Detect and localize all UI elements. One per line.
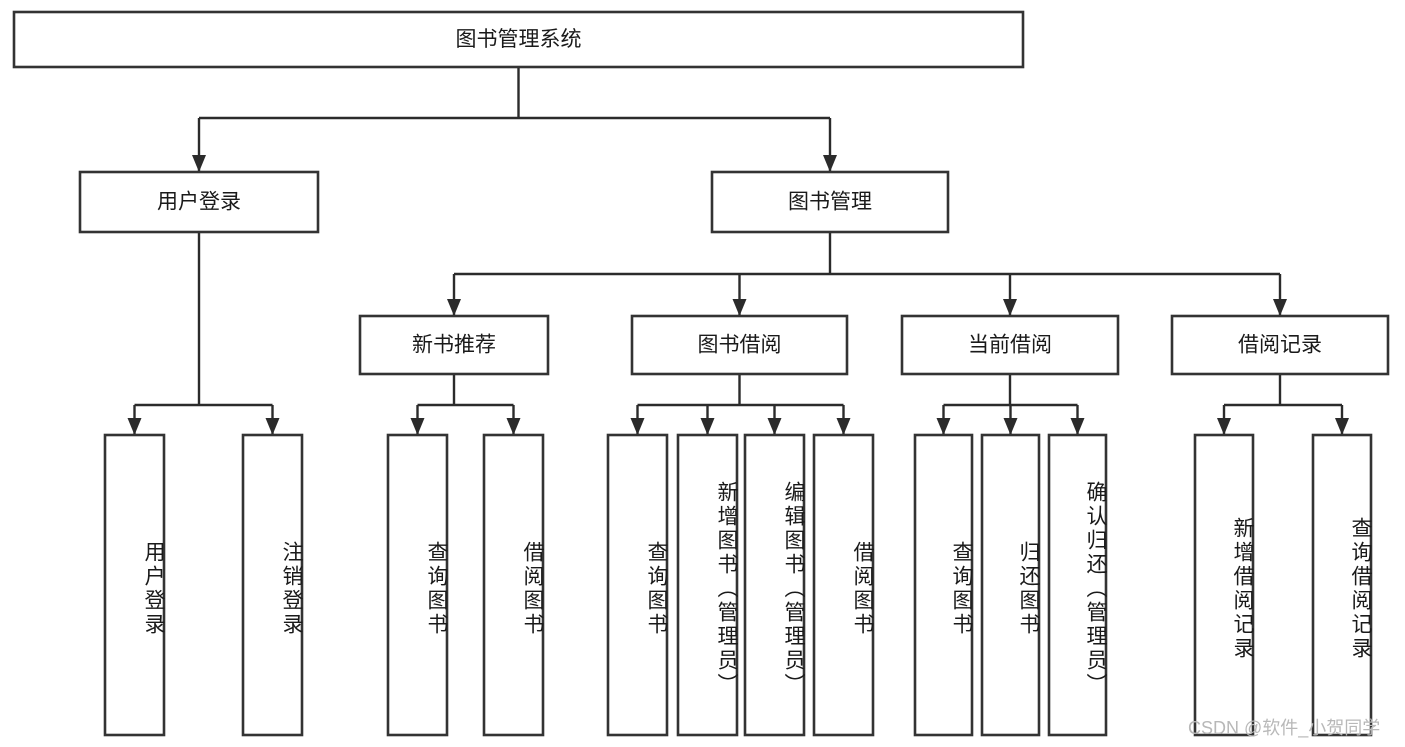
arrow-head-icon — [936, 418, 951, 435]
node-tier2-0-label: 新书推荐 — [412, 334, 496, 357]
node-leaf-11[interactable] — [1193, 433, 1255, 737]
node-root-label: 图书管理系统 — [456, 28, 582, 51]
node-leaf-10[interactable] — [1047, 433, 1108, 737]
arrow-head-icon — [1335, 418, 1349, 435]
node-tier1-1[interactable] — [710, 170, 950, 234]
node-tier2-3[interactable] — [1170, 314, 1390, 376]
node-leaf-1[interactable] — [241, 433, 304, 737]
node-leaf-4[interactable] — [606, 433, 669, 737]
arrow-head-icon — [1273, 299, 1287, 316]
boxes-layer — [12, 10, 1390, 737]
arrow-head-icon — [1003, 418, 1018, 435]
node-leaf-6[interactable] — [743, 433, 806, 737]
node-leaf-7[interactable] — [812, 433, 875, 737]
node-tier2-2-label: 当前借阅 — [968, 334, 1052, 357]
arrow-head-icon — [410, 418, 425, 435]
node-leaf-3[interactable] — [482, 433, 545, 737]
arrow-head-icon — [192, 155, 206, 172]
arrow-head-icon — [506, 418, 521, 435]
node-tier1-0[interactable] — [78, 170, 320, 234]
arrow-head-icon — [1217, 418, 1231, 435]
arrow-head-icon — [732, 299, 747, 316]
arrow-head-icon — [700, 418, 715, 435]
node-tier2-1-label: 图书借阅 — [698, 334, 782, 357]
node-leaf-5[interactable] — [676, 433, 739, 737]
node-tier1-1-label: 图书管理 — [788, 191, 872, 214]
arrow-head-icon — [1003, 299, 1017, 316]
node-leaf-2[interactable] — [386, 433, 449, 737]
arrow-head-icon — [265, 418, 280, 435]
node-tier1-0-label: 用户登录 — [157, 191, 241, 214]
node-leaf-9[interactable] — [980, 433, 1041, 737]
node-tier2-3-label: 借阅记录 — [1238, 334, 1322, 357]
arrow-head-icon — [127, 418, 142, 435]
arrow-head-icon — [1070, 418, 1085, 435]
arrow-head-icon — [767, 418, 782, 435]
node-leaf-8[interactable] — [913, 433, 974, 737]
node-root[interactable] — [12, 10, 1025, 69]
node-leaf-12[interactable] — [1311, 433, 1373, 737]
node-tier2-2[interactable] — [900, 314, 1120, 376]
watermark-text: CSDN @软件_小贺同学 — [1188, 718, 1381, 738]
node-tier2-1[interactable] — [630, 314, 849, 376]
connectors-layer — [127, 67, 1349, 435]
arrow-head-icon — [447, 299, 461, 316]
arrow-head-icon — [836, 418, 851, 435]
node-leaf-0[interactable] — [103, 433, 166, 737]
arrow-head-icon — [823, 155, 837, 172]
arrow-head-icon — [630, 418, 645, 435]
node-tier2-0[interactable] — [358, 314, 550, 376]
